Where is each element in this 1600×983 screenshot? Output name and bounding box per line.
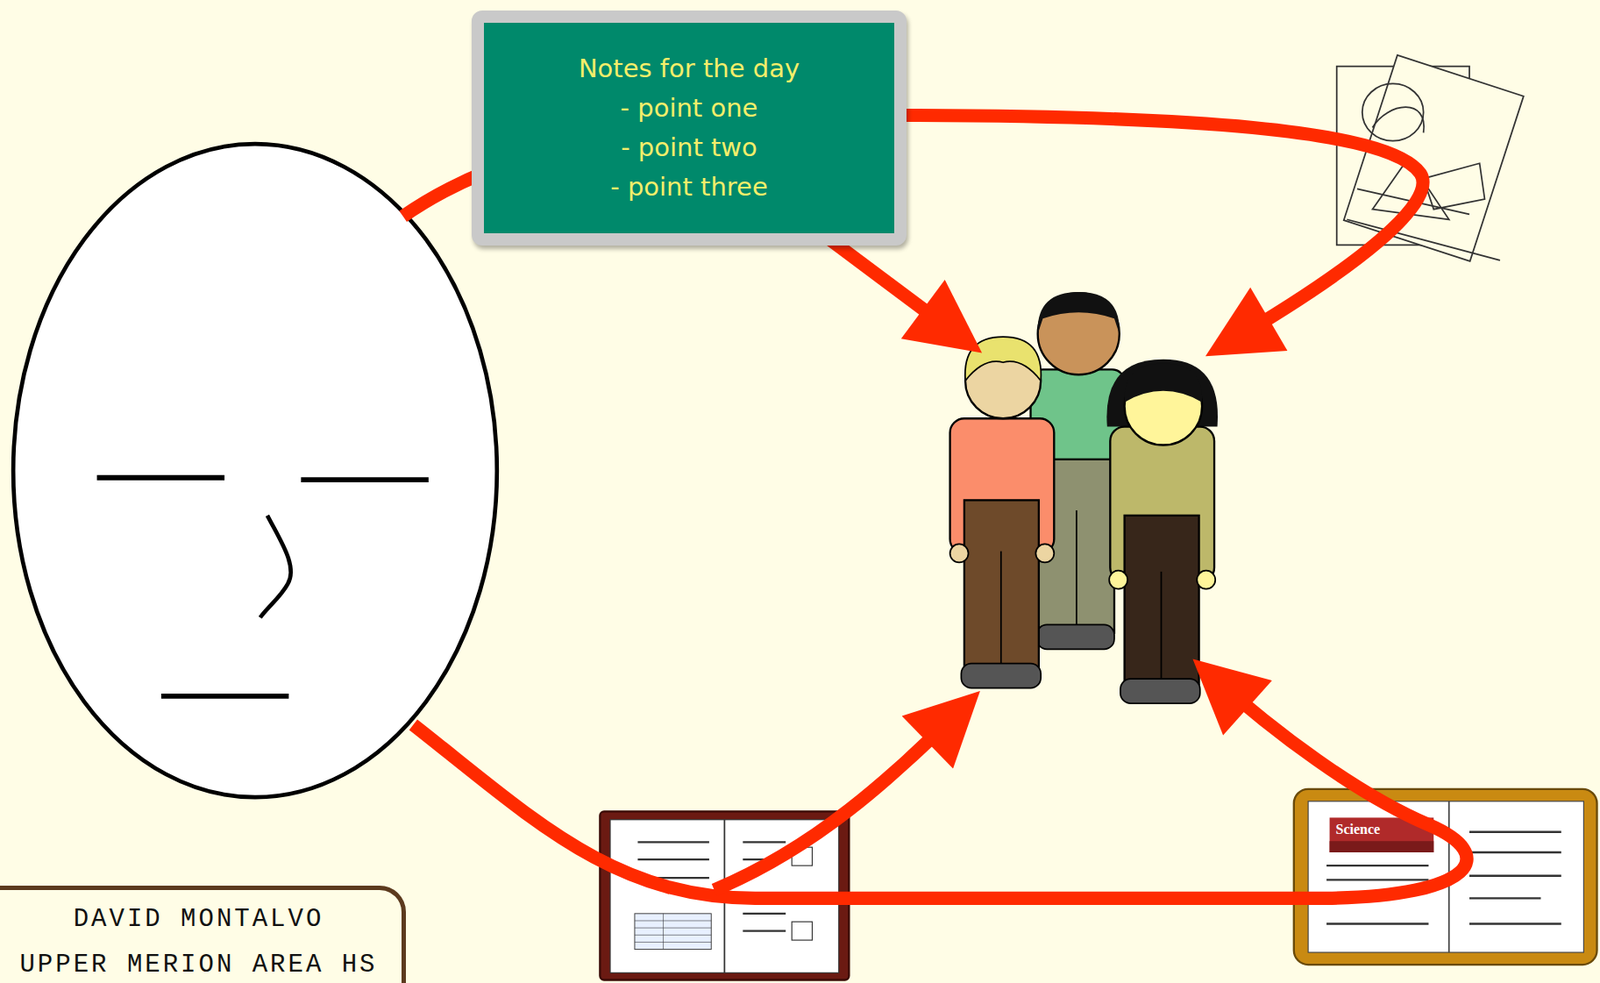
name-plate-text: DAVID MONTALVO xyxy=(73,896,325,943)
gradebook-part xyxy=(742,840,786,843)
sketch-paper-part xyxy=(1362,83,1424,141)
student-middle-part xyxy=(1037,624,1115,649)
student-right-part xyxy=(1196,570,1216,590)
gradebook-part xyxy=(662,913,664,950)
student-blond-part xyxy=(950,543,969,562)
teacher-face-part xyxy=(300,476,428,483)
gradebook-part xyxy=(791,921,812,940)
gradebook-part xyxy=(634,934,712,936)
student-blond-part xyxy=(964,499,1039,669)
student-middle-part xyxy=(1075,510,1078,633)
gradebook-part xyxy=(634,919,712,921)
red-arrows-part xyxy=(412,673,1467,898)
science-magazine-part xyxy=(1469,874,1562,877)
gradebook-part xyxy=(637,858,709,861)
student-middle-part xyxy=(1038,291,1120,335)
student-right-part xyxy=(1160,571,1163,684)
red-arrows-part xyxy=(714,706,965,891)
name-plate-text: UPPER MERION AREA HS xyxy=(19,942,377,983)
science-magazine-part xyxy=(1469,896,1541,899)
teacher-face-part xyxy=(260,515,292,618)
gradebook-part xyxy=(634,927,712,929)
gradebook-part xyxy=(742,912,786,915)
student-right-part xyxy=(1124,362,1203,402)
name-plate: DAVID MONTALVOUPPER MERION AREA HS xyxy=(0,885,406,983)
teacher-face-part xyxy=(97,475,225,481)
chalkboard-text: - point one xyxy=(620,88,759,128)
gradebook-part xyxy=(637,840,709,843)
student-blond xyxy=(950,336,1055,688)
student-right-part xyxy=(1124,515,1200,684)
teacher-face xyxy=(13,143,498,797)
student-right-part xyxy=(1109,570,1128,590)
science-magazine-part xyxy=(1326,922,1429,925)
sketch-paper-part xyxy=(1423,163,1486,209)
student-right xyxy=(1106,359,1218,704)
student-blond-part xyxy=(960,663,1041,689)
science-magazine-part xyxy=(1329,840,1435,853)
science-magazine-part xyxy=(1469,922,1562,925)
chalkboard-text: - point three xyxy=(610,167,768,207)
gradebook-part xyxy=(742,929,786,932)
sketch-paper-part xyxy=(1372,106,1424,133)
science-magazine-part xyxy=(1469,831,1562,833)
sketch-paper-part xyxy=(1344,55,1524,262)
student-blond-part xyxy=(965,336,1042,381)
student-right-part xyxy=(1120,678,1201,704)
science-magazine-part xyxy=(1469,851,1562,854)
teacher-face-part xyxy=(161,693,289,699)
teacher-face-part xyxy=(13,143,498,797)
science-magazine-part xyxy=(1326,878,1429,881)
chalkboard-text: Notes for the day xyxy=(578,49,800,89)
chalkboard-text: - point two xyxy=(620,128,758,168)
student-blond-part xyxy=(1000,551,1003,669)
gradebook-part xyxy=(634,913,712,950)
chalkboard: Notes for the day- point one- point two-… xyxy=(471,10,907,246)
magazine-title: Science xyxy=(1336,821,1381,838)
gradebook-part xyxy=(634,941,712,943)
science-magazine-part xyxy=(1326,864,1429,867)
sketch-paper xyxy=(1336,55,1524,262)
student-blond-part xyxy=(1035,543,1054,562)
